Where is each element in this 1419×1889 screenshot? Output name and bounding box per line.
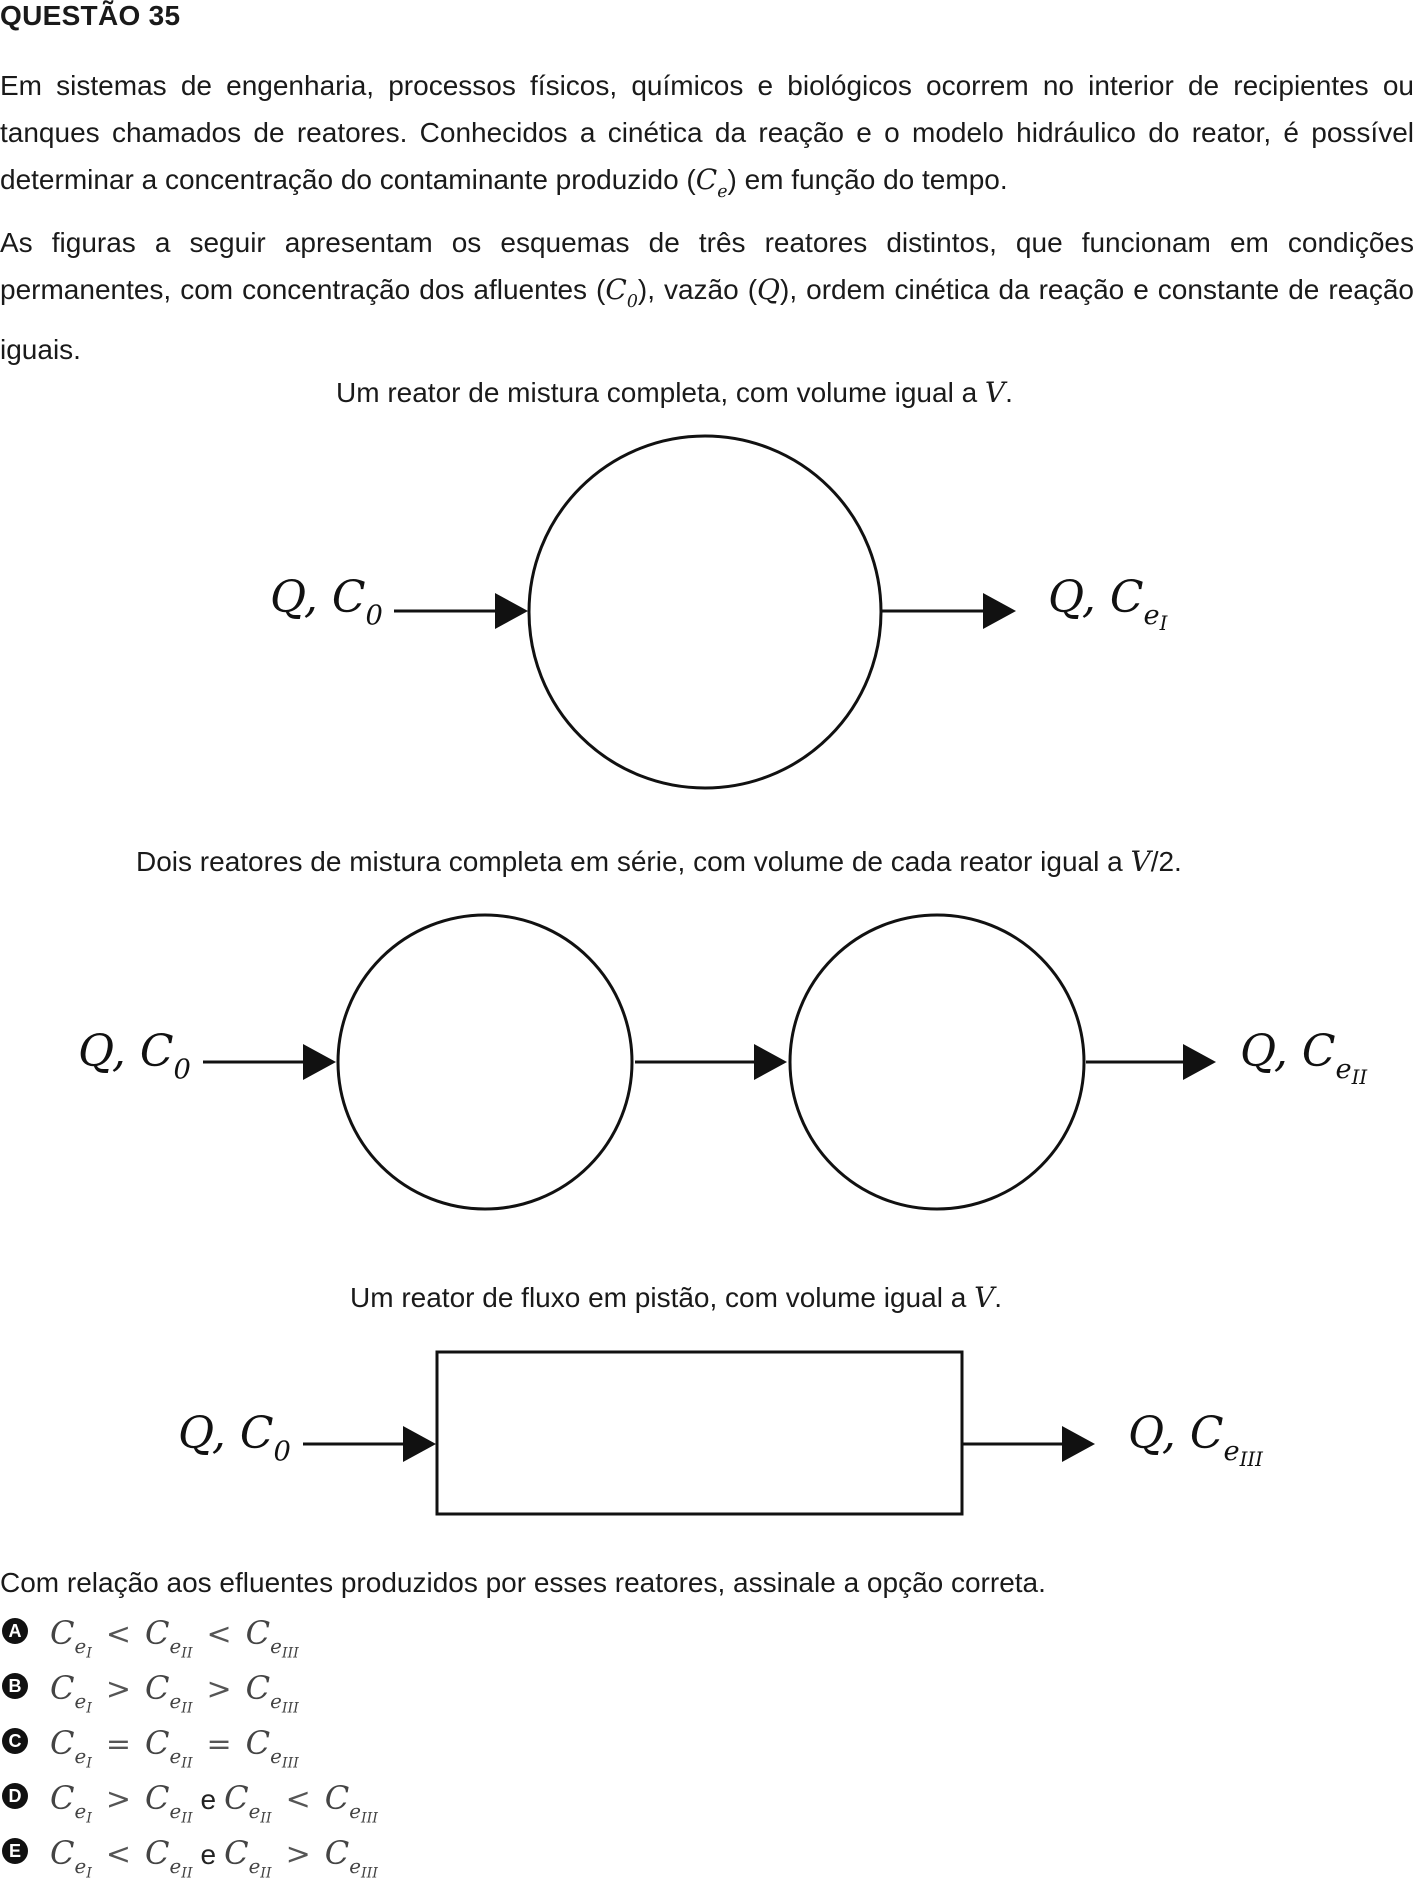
relation-operator: < — [285, 1782, 311, 1817]
intro-text-a: Em sistemas de engenharia, processos fís… — [0, 70, 1414, 195]
concentration-term: CeII — [145, 1724, 193, 1772]
fig2-reactor-circle-1 — [336, 913, 634, 1211]
option-letter-badge: D — [2, 1783, 28, 1809]
figures-text-b: ), vazão ( — [637, 274, 758, 305]
option-a[interactable]: A CeI < CeII < CeIII — [0, 1614, 1419, 1669]
concentration-term: CeIII — [324, 1834, 378, 1882]
relation-operator: > — [206, 1672, 232, 1707]
concentration-term: CeI — [50, 1834, 92, 1882]
fig2-reactor-circle-2 — [788, 913, 1086, 1211]
var-ce: Ce — [695, 163, 728, 202]
option-letter-badge: B — [2, 1673, 28, 1699]
option-c[interactable]: C CeI = CeII = CeIII — [0, 1724, 1419, 1779]
figures-paragraph: As figuras a seguir apresentam os esquem… — [0, 219, 1414, 373]
fig2-inflow-label: Q, C0 — [78, 1026, 191, 1086]
relation-operator: < — [206, 1617, 232, 1652]
concentration-term: CeI — [50, 1724, 92, 1772]
concentration-term: CeIII — [245, 1614, 299, 1662]
fig1-outflow-arrow — [882, 593, 1016, 629]
fig1-outflow-label: Q, CeI — [1048, 572, 1168, 636]
figures-text-a: As figuras a seguir apresentam os esquem… — [0, 227, 1414, 305]
question-title: QUESTÃO 35 — [0, 0, 181, 31]
intro-paragraph: Em sistemas de engenharia, processos fís… — [0, 62, 1414, 216]
relation-operator: > — [105, 1672, 131, 1707]
fig3-outflow-label: Q, CeIII — [1128, 1408, 1263, 1472]
var-q: Q — [757, 273, 781, 306]
fig1-caption: Um reator de mistura completa, com volum… — [336, 376, 1013, 409]
option-expression: CeI > CeII > CeIII — [50, 1669, 299, 1716]
concentration-term: CeIII — [245, 1669, 299, 1717]
relation-operator: = — [105, 1727, 131, 1762]
relation-operator: < — [105, 1617, 131, 1652]
relation-operator: = — [206, 1727, 232, 1762]
intro-text-b: ) em função do tempo. — [727, 164, 1008, 195]
figures-text-c: ), ordem cinética da reação e constante … — [0, 274, 1415, 365]
concentration-term: CeI — [50, 1779, 92, 1827]
fig1-reactor-circle — [527, 434, 883, 790]
concentration-term: CeII — [145, 1614, 193, 1662]
fig2-outflow-label: Q, CeII — [1240, 1026, 1368, 1090]
closing-question: Com relação aos efluentes produzidos por… — [0, 1567, 1046, 1598]
conjunction-text: e — [200, 1784, 217, 1815]
concentration-term: CeIII — [245, 1724, 299, 1772]
fig2-outflow-arrow — [1086, 1044, 1216, 1080]
concentration-term: CeI — [50, 1614, 92, 1662]
option-expression: CeI = CeII = CeIII — [50, 1724, 299, 1771]
fig3-inflow-label: Q, C0 — [178, 1408, 291, 1468]
fig2-inflow-arrow — [203, 1044, 336, 1080]
relation-operator: > — [285, 1837, 311, 1872]
option-expression: CeI < CeII < CeIII — [50, 1614, 299, 1661]
conjunction-text: e — [200, 1839, 217, 1870]
concentration-term: CeIII — [324, 1779, 378, 1827]
option-b[interactable]: B CeI > CeII > CeIII — [0, 1669, 1419, 1724]
option-letter-badge: A — [2, 1618, 28, 1644]
concentration-term: CeII — [145, 1834, 193, 1882]
var-c0: C0 — [605, 273, 638, 312]
concentration-term: CeI — [50, 1669, 92, 1717]
fig1-inflow-label: Q, C0 — [270, 572, 383, 632]
fig3-diagram — [303, 1350, 1095, 1516]
fig3-inflow-arrow — [303, 1426, 436, 1462]
concentration-term: CeII — [224, 1834, 272, 1882]
fig1-diagram — [394, 434, 1016, 790]
fig2-middle-arrow — [635, 1044, 787, 1080]
option-letter-badge: C — [2, 1728, 28, 1754]
concentration-term: CeII — [224, 1779, 272, 1827]
fig3-caption: Um reator de fluxo em pistão, com volume… — [350, 1281, 1003, 1314]
relation-operator: < — [105, 1837, 131, 1872]
fig2-diagram — [203, 913, 1216, 1211]
option-letter-badge: E — [2, 1838, 28, 1864]
concentration-term: CeII — [145, 1779, 193, 1827]
relation-operator: > — [105, 1782, 131, 1817]
fig3-outflow-arrow — [962, 1426, 1095, 1462]
fig2-caption: Dois reatores de mistura completa em sér… — [136, 845, 1182, 878]
fig1-inflow-arrow — [394, 593, 528, 629]
concentration-term: CeII — [145, 1669, 193, 1717]
answer-options: A CeI < CeII < CeIII B CeI > CeII > CeIII C CeI = CeII =… — [0, 1614, 1419, 1889]
fig3-plug-flow-rectangle — [435, 1350, 964, 1516]
